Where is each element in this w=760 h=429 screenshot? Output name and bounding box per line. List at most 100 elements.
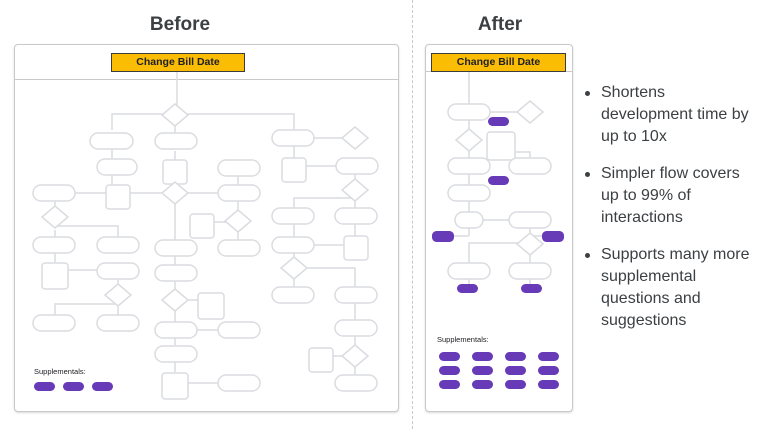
supplemental-pill (538, 366, 559, 375)
before-heading: Before (149, 14, 211, 35)
flow-connector (468, 71, 531, 158)
flow-decision (103, 283, 133, 307)
flow-node (217, 374, 261, 392)
flow-node (89, 132, 134, 150)
flow-node (334, 207, 378, 225)
bullet-dot (585, 253, 590, 258)
after-panel (425, 44, 573, 412)
flow-decision (223, 209, 253, 233)
flow-node (334, 286, 378, 304)
benefit-text: Supports many more supplemental question… (601, 246, 750, 329)
supplemental-pill (488, 176, 509, 185)
benefit-item: Supports many more supplemental question… (585, 244, 755, 332)
flow-node (447, 157, 491, 175)
benefit-item: Simpler flow covers up to 99% of interac… (585, 163, 755, 229)
flow-nodes (32, 100, 564, 400)
supplemental-pill (472, 352, 493, 361)
flow-decision (454, 128, 484, 152)
flow-node (32, 314, 76, 332)
supplemental-pill (439, 366, 460, 375)
flow-node (271, 129, 315, 147)
flow-node (447, 262, 491, 280)
flow-decision (160, 103, 190, 127)
flow-node (96, 236, 140, 254)
supplemental-pill (505, 352, 526, 361)
flow-step (281, 157, 307, 183)
flow-step (162, 159, 188, 185)
supplemental-pill (432, 231, 454, 242)
supplemental-pill (457, 284, 478, 293)
flow-node (508, 262, 552, 280)
flow-node (154, 321, 198, 339)
flow-step (105, 184, 131, 210)
panel-header-rule (15, 79, 398, 80)
supplemental-pill (439, 380, 460, 389)
flow-node (217, 239, 261, 257)
flow-node (334, 319, 378, 337)
flow-decision (340, 178, 370, 202)
supplemental-pill (34, 382, 55, 391)
before-supplementals-label: Supplementals: (34, 367, 86, 376)
flow-step (161, 372, 189, 400)
flow-connector (54, 146, 239, 212)
flow-connector (448, 174, 551, 286)
flow-step (197, 292, 225, 320)
flow-node (96, 158, 138, 176)
after-heading: After (477, 14, 523, 35)
bullet-dot (585, 172, 590, 177)
flow-node (447, 103, 491, 121)
flow-node (334, 374, 378, 392)
flow-node (335, 157, 379, 175)
flow-decision (515, 100, 545, 124)
flow-decision (160, 181, 190, 205)
flow-node (508, 157, 552, 175)
flow-step (41, 262, 69, 290)
supplemental-pill (472, 380, 493, 389)
flow-node (271, 286, 315, 304)
flow-decision (340, 344, 370, 368)
flow-node (154, 239, 198, 257)
supplemental-pill (472, 366, 493, 375)
flow-node (32, 236, 76, 254)
flow-node (271, 236, 315, 254)
flow-decision (279, 256, 309, 280)
flow-node (217, 321, 261, 339)
benefit-text: Simpler flow covers up to 99% of interac… (601, 165, 740, 226)
supplemental-pill (538, 380, 559, 389)
supplemental-pill (63, 382, 84, 391)
flow-step (343, 235, 369, 261)
supplemental-pill (505, 380, 526, 389)
flow-node (154, 345, 198, 363)
flow-node (154, 264, 198, 282)
flow-step (486, 131, 516, 161)
flow-decision (40, 205, 70, 229)
supplemental-pill (488, 117, 509, 126)
supplemental-pill (542, 231, 564, 242)
flow-node (96, 314, 140, 332)
supplemental-pill (439, 352, 460, 361)
flow-node (271, 207, 315, 225)
flow-node (447, 184, 491, 202)
benefit-text: Shortens development time by up to 10x (601, 84, 749, 145)
flow-node (154, 132, 198, 150)
benefits-list: Shortens development time by up to 10x S… (585, 82, 755, 347)
flow-decision (340, 126, 370, 150)
supplemental-pill (505, 366, 526, 375)
flow-node (96, 262, 140, 280)
bullet-dot (585, 91, 590, 96)
supplemental-pill (538, 352, 559, 361)
supplemental-pill (521, 284, 542, 293)
after-flow-title: Change Bill Date (431, 53, 566, 72)
before-flow-title: Change Bill Date (111, 53, 245, 72)
flow-step (189, 213, 215, 239)
flow-connector (111, 113, 355, 139)
flow-node (454, 211, 484, 229)
flow-node (217, 159, 261, 177)
flow-node (32, 184, 76, 202)
flow-node (217, 184, 261, 202)
supplemental-pill (92, 382, 113, 391)
flow-decision (515, 232, 545, 256)
flow-step (308, 347, 334, 373)
flow-node (508, 211, 552, 229)
